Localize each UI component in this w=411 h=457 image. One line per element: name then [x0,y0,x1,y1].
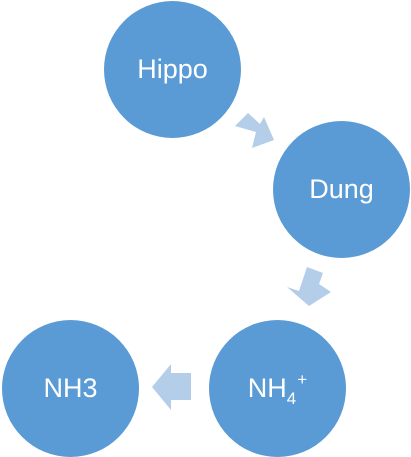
node-nh4-superscript: + [297,370,308,389]
node-dung: Dung [273,121,410,258]
node-nh3-label: NH3 [43,373,98,403]
arrow-nh4-to-nh3 [152,364,191,410]
node-nh4-base: NH [247,373,287,403]
node-hippo-label: Hippo [137,54,208,84]
node-nh3: NH3 [2,320,139,457]
node-hippo: Hippo [104,1,241,138]
arrow-dung-to-nh4 [287,267,331,306]
node-dung-label: Dung [309,174,374,204]
arrow-hippo-to-dung [235,113,274,148]
node-nh4-subscript: 4 [286,389,297,408]
